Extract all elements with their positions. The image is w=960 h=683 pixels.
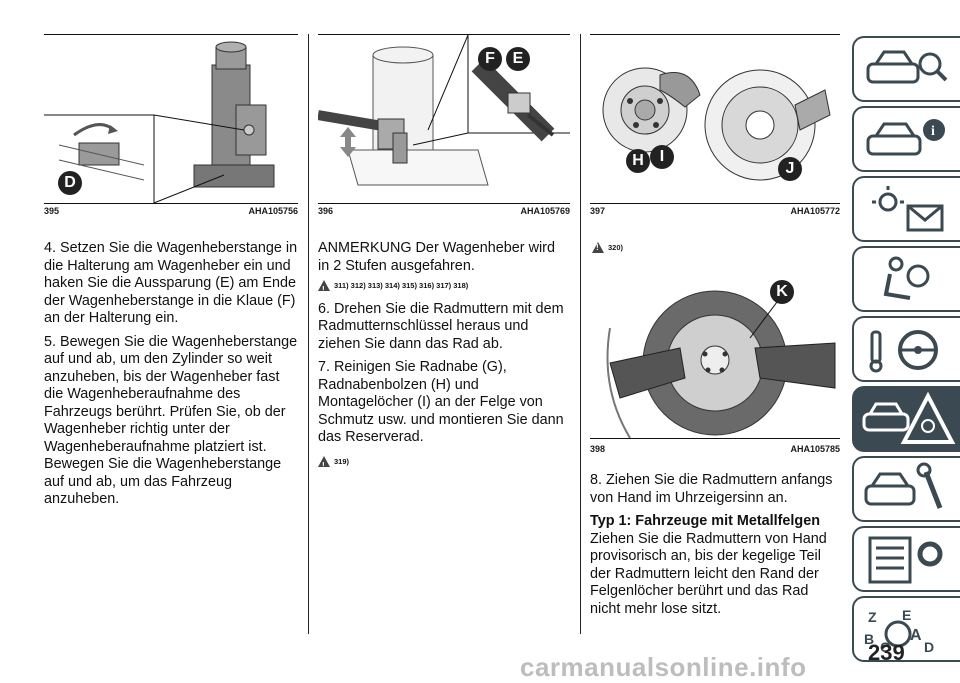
- figure-395: D: [44, 34, 298, 204]
- svg-text:B: B: [864, 631, 874, 647]
- tab-specs[interactable]: [852, 526, 960, 592]
- section-heading: Typ 1: Fahrzeuge mit Metallfelgen: [590, 513, 821, 529]
- jack-handle-illustration: [318, 35, 570, 186]
- tab-warning-lights[interactable]: [852, 176, 960, 242]
- column-3-text: 8. Ziehen Sie die Radmuttern anfangs von…: [590, 472, 840, 618]
- reference-notes: 320): [592, 242, 623, 253]
- step-7: 7. Reinigen Sie Radnabe (G), Radnabenbol…: [318, 359, 564, 445]
- step-6: 6. Drehen Sie die Radmuttern mit dem Rad…: [318, 300, 564, 352]
- note: ANMERKUNG Der Wagenheber wird in 2 Stufe…: [318, 240, 555, 274]
- warning-icon: [318, 280, 330, 299]
- step-4: 4. Setzen Sie die Wagenheberstange in di…: [44, 240, 298, 326]
- spare-wheel-illustration: [606, 290, 836, 438]
- watermark: carmanualsonline.info: [520, 652, 807, 682]
- figure-397: H I J: [590, 34, 840, 204]
- specs-list-gear-icon: [868, 536, 943, 584]
- step-8: 8. Ziehen Sie die Radmuttern anfangs von…: [590, 472, 833, 506]
- svg-text:Z: Z: [868, 609, 877, 625]
- svg-text:D: D: [924, 639, 934, 655]
- svg-text:C: C: [880, 639, 890, 655]
- figure-398: K: [590, 268, 840, 439]
- figure-code: AHA105769: [520, 206, 570, 216]
- reference-list: 311) 312) 313) 314) 315) 316) 317) 318): [334, 281, 469, 290]
- callout-i: I: [650, 145, 674, 169]
- warning-icon: [592, 242, 604, 253]
- car-info-icon: i: [866, 119, 945, 156]
- column-2-text: ANMERKUNG Der Wagenheber wird in 2 Stufe…: [318, 240, 570, 474]
- figure-number: 396: [318, 206, 334, 216]
- callout-k: K: [770, 280, 794, 304]
- figure-number: 395: [44, 206, 60, 216]
- column-divider: [580, 34, 581, 634]
- warning-lights-mail-icon: [872, 186, 944, 232]
- figure-caption: 396 AHA105769: [318, 206, 570, 216]
- reference-notes: 311) 312) 313) 314) 315) 316) 317) 318): [318, 277, 570, 299]
- callout-f: F: [478, 47, 502, 71]
- seat-airbag-icon: [883, 256, 930, 300]
- svg-text:A: A: [910, 627, 922, 644]
- tab-emergency[interactable]: [852, 386, 960, 452]
- column-1-text: 4. Setzen Sie die Wagenheberstange in di…: [44, 240, 298, 515]
- svg-text:E: E: [902, 607, 911, 623]
- callout-d: D: [58, 171, 82, 195]
- car-search-icon: [866, 50, 948, 84]
- svg-text:i: i: [931, 124, 935, 139]
- callout-h: H: [626, 149, 650, 173]
- figure-code: AHA105785: [790, 444, 840, 454]
- figure-code: AHA105756: [248, 206, 298, 216]
- tab-seat-airbag[interactable]: [852, 246, 960, 312]
- tab-key-steering[interactable]: [852, 316, 960, 382]
- reference-notes: 319): [318, 453, 570, 474]
- tab-car-search[interactable]: [852, 36, 960, 102]
- tab-maintenance[interactable]: [852, 456, 960, 522]
- figure-number: 397: [590, 206, 606, 216]
- column-divider: [308, 34, 309, 634]
- reference-list: 319): [334, 456, 350, 466]
- callout-e: E: [506, 47, 530, 71]
- figure-396: F E: [318, 34, 570, 204]
- figure-caption: 397 AHA105772: [590, 206, 840, 216]
- reference-list: 320): [608, 243, 624, 252]
- car-maintenance-wrench-icon: [864, 462, 943, 509]
- tab-car-info[interactable]: i: [852, 106, 960, 172]
- figure-code: AHA105772: [790, 206, 840, 216]
- warning-icon: [318, 455, 330, 474]
- jack-illustration: [44, 35, 298, 203]
- callout-j: J: [778, 157, 802, 181]
- emergency-car-warning-icon: [862, 392, 956, 444]
- section-body: Ziehen Sie die Radmuttern von Hand provi…: [590, 530, 827, 617]
- step-5: 5. Bewegen Sie die Wagenheberstange auf …: [44, 333, 298, 508]
- figure-number: 398: [590, 444, 606, 454]
- wheel-hub-illustration: [602, 67, 831, 181]
- figure-caption: 398 AHA105785: [590, 444, 840, 454]
- page-number: 239: [868, 640, 905, 665]
- key-steering-wheel-icon: [869, 330, 938, 373]
- figure-caption: 395 AHA105756: [44, 206, 298, 216]
